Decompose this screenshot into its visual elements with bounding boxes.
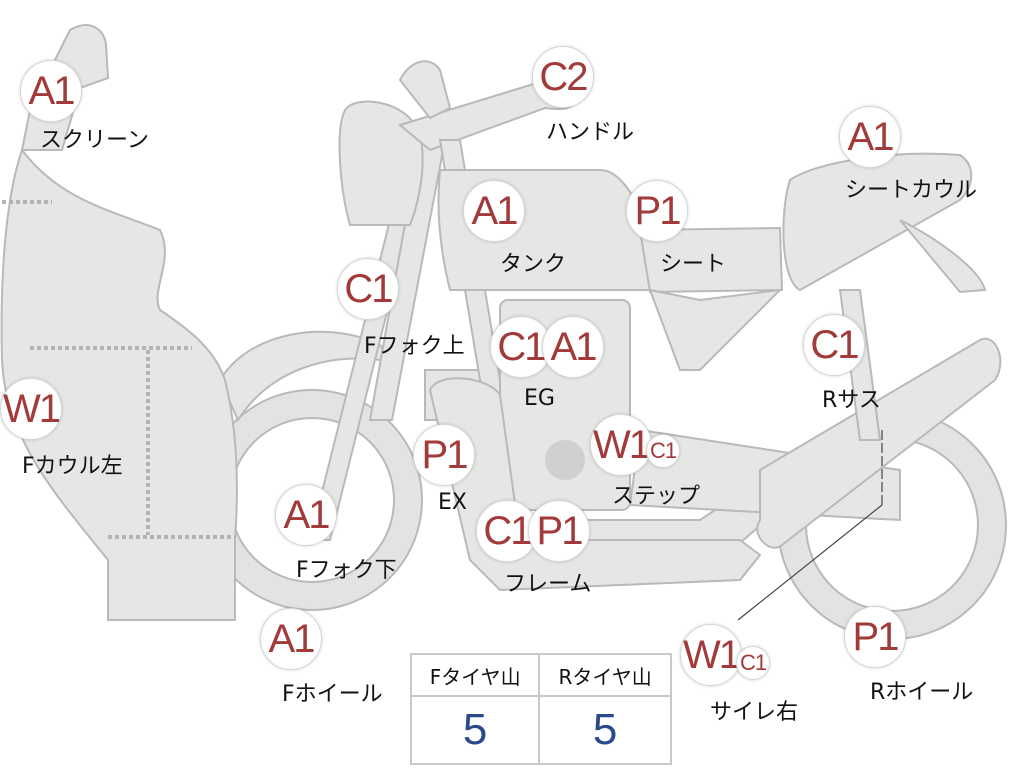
label-eg: EG: [524, 386, 555, 411]
grade-badge-frame-1[interactable]: C1: [476, 500, 538, 562]
grade-badge-step-small[interactable]: C1: [646, 434, 680, 468]
seat-cowl-shape: [782, 152, 973, 292]
grade-badge-ffork-lower[interactable]: A1: [275, 484, 337, 546]
grade-badge-seat[interactable]: P1: [626, 180, 688, 242]
label-handle: ハンドル: [546, 120, 635, 145]
tire-value-rear: 5: [538, 695, 672, 765]
grade-badge-ffork-upper[interactable]: C1: [337, 258, 399, 320]
label-seat: シート: [660, 252, 727, 277]
grade-badge-eg-2[interactable]: A1: [542, 316, 604, 378]
label-seat-cowl: シートカウル: [845, 178, 978, 203]
label-fwheel: Fホイール: [282, 682, 383, 707]
tire-tread-table: Fタイヤ山 Rタイヤ山 5 5: [409, 653, 672, 765]
grade-badge-silencer-right[interactable]: W1: [680, 624, 742, 686]
grade-badge-fcowl-left[interactable]: W1: [0, 378, 62, 440]
grade-badge-screen[interactable]: A1: [20, 60, 82, 122]
silencer-shape: [756, 337, 1002, 549]
tire-value-front: 5: [409, 695, 541, 765]
label-screen: スクリーン: [40, 128, 149, 153]
grade-badge-rwheel[interactable]: P1: [844, 606, 906, 668]
label-frame: フレーム: [504, 572, 592, 597]
label-silencer-right: サイレ右: [710, 700, 799, 725]
label-ex: EX: [438, 490, 467, 515]
label-ffork-lower: Fフォク下: [296, 558, 397, 583]
grade-badge-frame-2[interactable]: P1: [528, 500, 590, 562]
label-rwheel: Rホイール: [870, 680, 974, 705]
grade-badge-rsus[interactable]: C1: [803, 314, 865, 376]
label-ffork-upper: Fフォク上: [364, 334, 465, 359]
label-fcowl-left: Fカウル左: [22, 454, 123, 479]
seat-shape: [638, 226, 784, 294]
headlight-shape: [338, 100, 424, 226]
grade-badge-ex[interactable]: P1: [413, 424, 475, 486]
grade-badge-step[interactable]: W1: [590, 414, 652, 476]
grade-badge-silencer-right-small[interactable]: C1: [736, 646, 770, 680]
grade-badge-handle[interactable]: C2: [532, 46, 594, 108]
grade-badge-seat-cowl[interactable]: A1: [839, 106, 901, 168]
grade-badge-fwheel[interactable]: A1: [260, 608, 322, 670]
label-step: ステップ: [612, 484, 701, 509]
grade-badge-eg-1[interactable]: C1: [490, 316, 552, 378]
tire-header-rear: Rタイヤ山: [538, 653, 672, 697]
label-rsus: Rサス: [822, 388, 881, 413]
grade-badge-tank[interactable]: A1: [463, 180, 525, 242]
label-tank: タンク: [500, 252, 567, 277]
front-cowl-shape: [0, 147, 238, 621]
tire-header-front: Fタイヤ山: [409, 653, 541, 697]
